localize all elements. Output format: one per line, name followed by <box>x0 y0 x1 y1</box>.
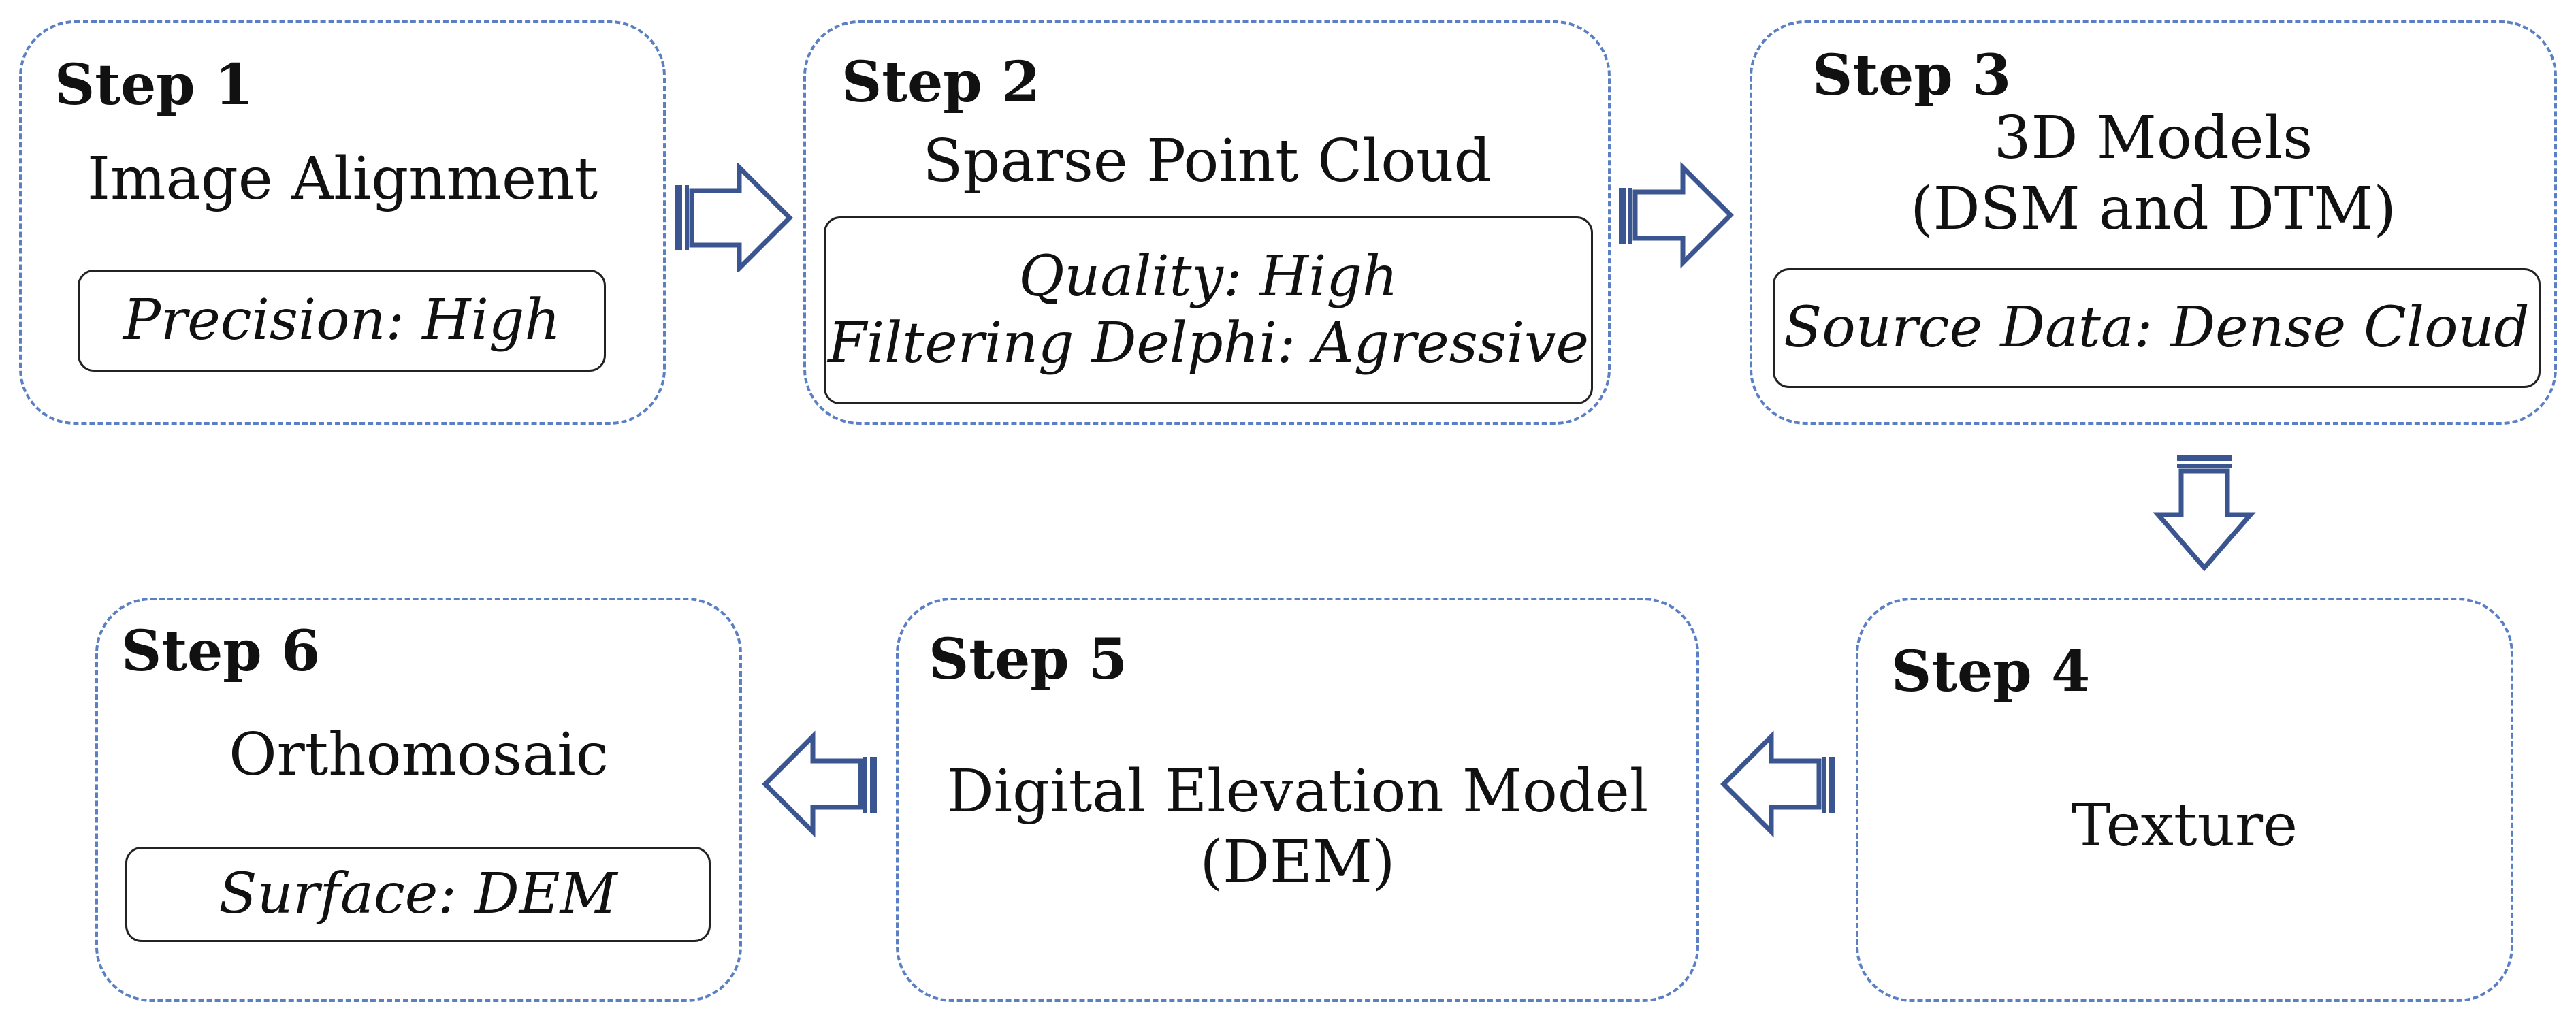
hollow-arrow-left-icon <box>757 730 880 839</box>
step-4-label: Texture <box>2071 792 2298 860</box>
step-6-param-box: Surface: DEM <box>125 847 711 942</box>
step-6-title: Step 6 <box>121 619 321 684</box>
step-6-box: Step 6 Orthomosaic Surface: DEM <box>95 598 742 1002</box>
hollow-arrow-down-icon <box>2150 452 2259 574</box>
hollow-arrow-right-icon <box>673 163 795 272</box>
step-3-label-line-1: 3D Models <box>1993 104 2313 172</box>
step-2-label: Sparse Point Cloud <box>922 127 1492 195</box>
step-2-param-box: Quality: High Filtering Delphi: Agressiv… <box>824 216 1593 404</box>
step-3-param-box: Source Data: Dense Cloud <box>1773 268 2541 388</box>
step-4-box: Step 4 Texture <box>1856 598 2513 1002</box>
step-2-title: Step 2 <box>841 50 1041 115</box>
step-4-title: Step 4 <box>1891 639 2091 704</box>
step-5-title: Step 5 <box>929 627 1128 692</box>
step-3-label-line-2: (DSM and DTM) <box>1910 175 2396 243</box>
step-6-label: Orthomosaic <box>229 721 609 789</box>
step-5-box: Step 5 Digital Elevation Model (DEM) <box>896 598 1699 1002</box>
hollow-arrow-left-icon <box>1716 730 1838 839</box>
step-5-label-line-2: (DEM) <box>1200 828 1396 896</box>
step-3-param: Source Data: Dense Cloud <box>1784 295 2530 360</box>
step-2-param-filtering: Filtering Delphi: Agressive <box>827 311 1589 376</box>
step-3-title: Step 3 <box>1812 43 2012 108</box>
step-1-param: Precision: High <box>123 287 561 353</box>
step-2-box: Step 2 Sparse Point Cloud Quality: High … <box>803 20 1611 425</box>
step-1-label: Image Alignment <box>86 145 598 213</box>
step-1-param-box: Precision: High <box>78 270 606 372</box>
hollow-arrow-right-icon <box>1616 161 1739 270</box>
step-1-box: Step 1 Image Alignment Precision: High <box>19 20 666 425</box>
step-5-label-line-1: Digital Elevation Model <box>946 758 1649 826</box>
step-3-box: Step 3 3D Models (DSM and DTM) Source Da… <box>1750 20 2557 425</box>
step-6-param: Surface: DEM <box>219 861 617 926</box>
step-2-param-quality: Quality: High <box>1018 244 1398 309</box>
step-1-title: Step 1 <box>54 52 254 118</box>
